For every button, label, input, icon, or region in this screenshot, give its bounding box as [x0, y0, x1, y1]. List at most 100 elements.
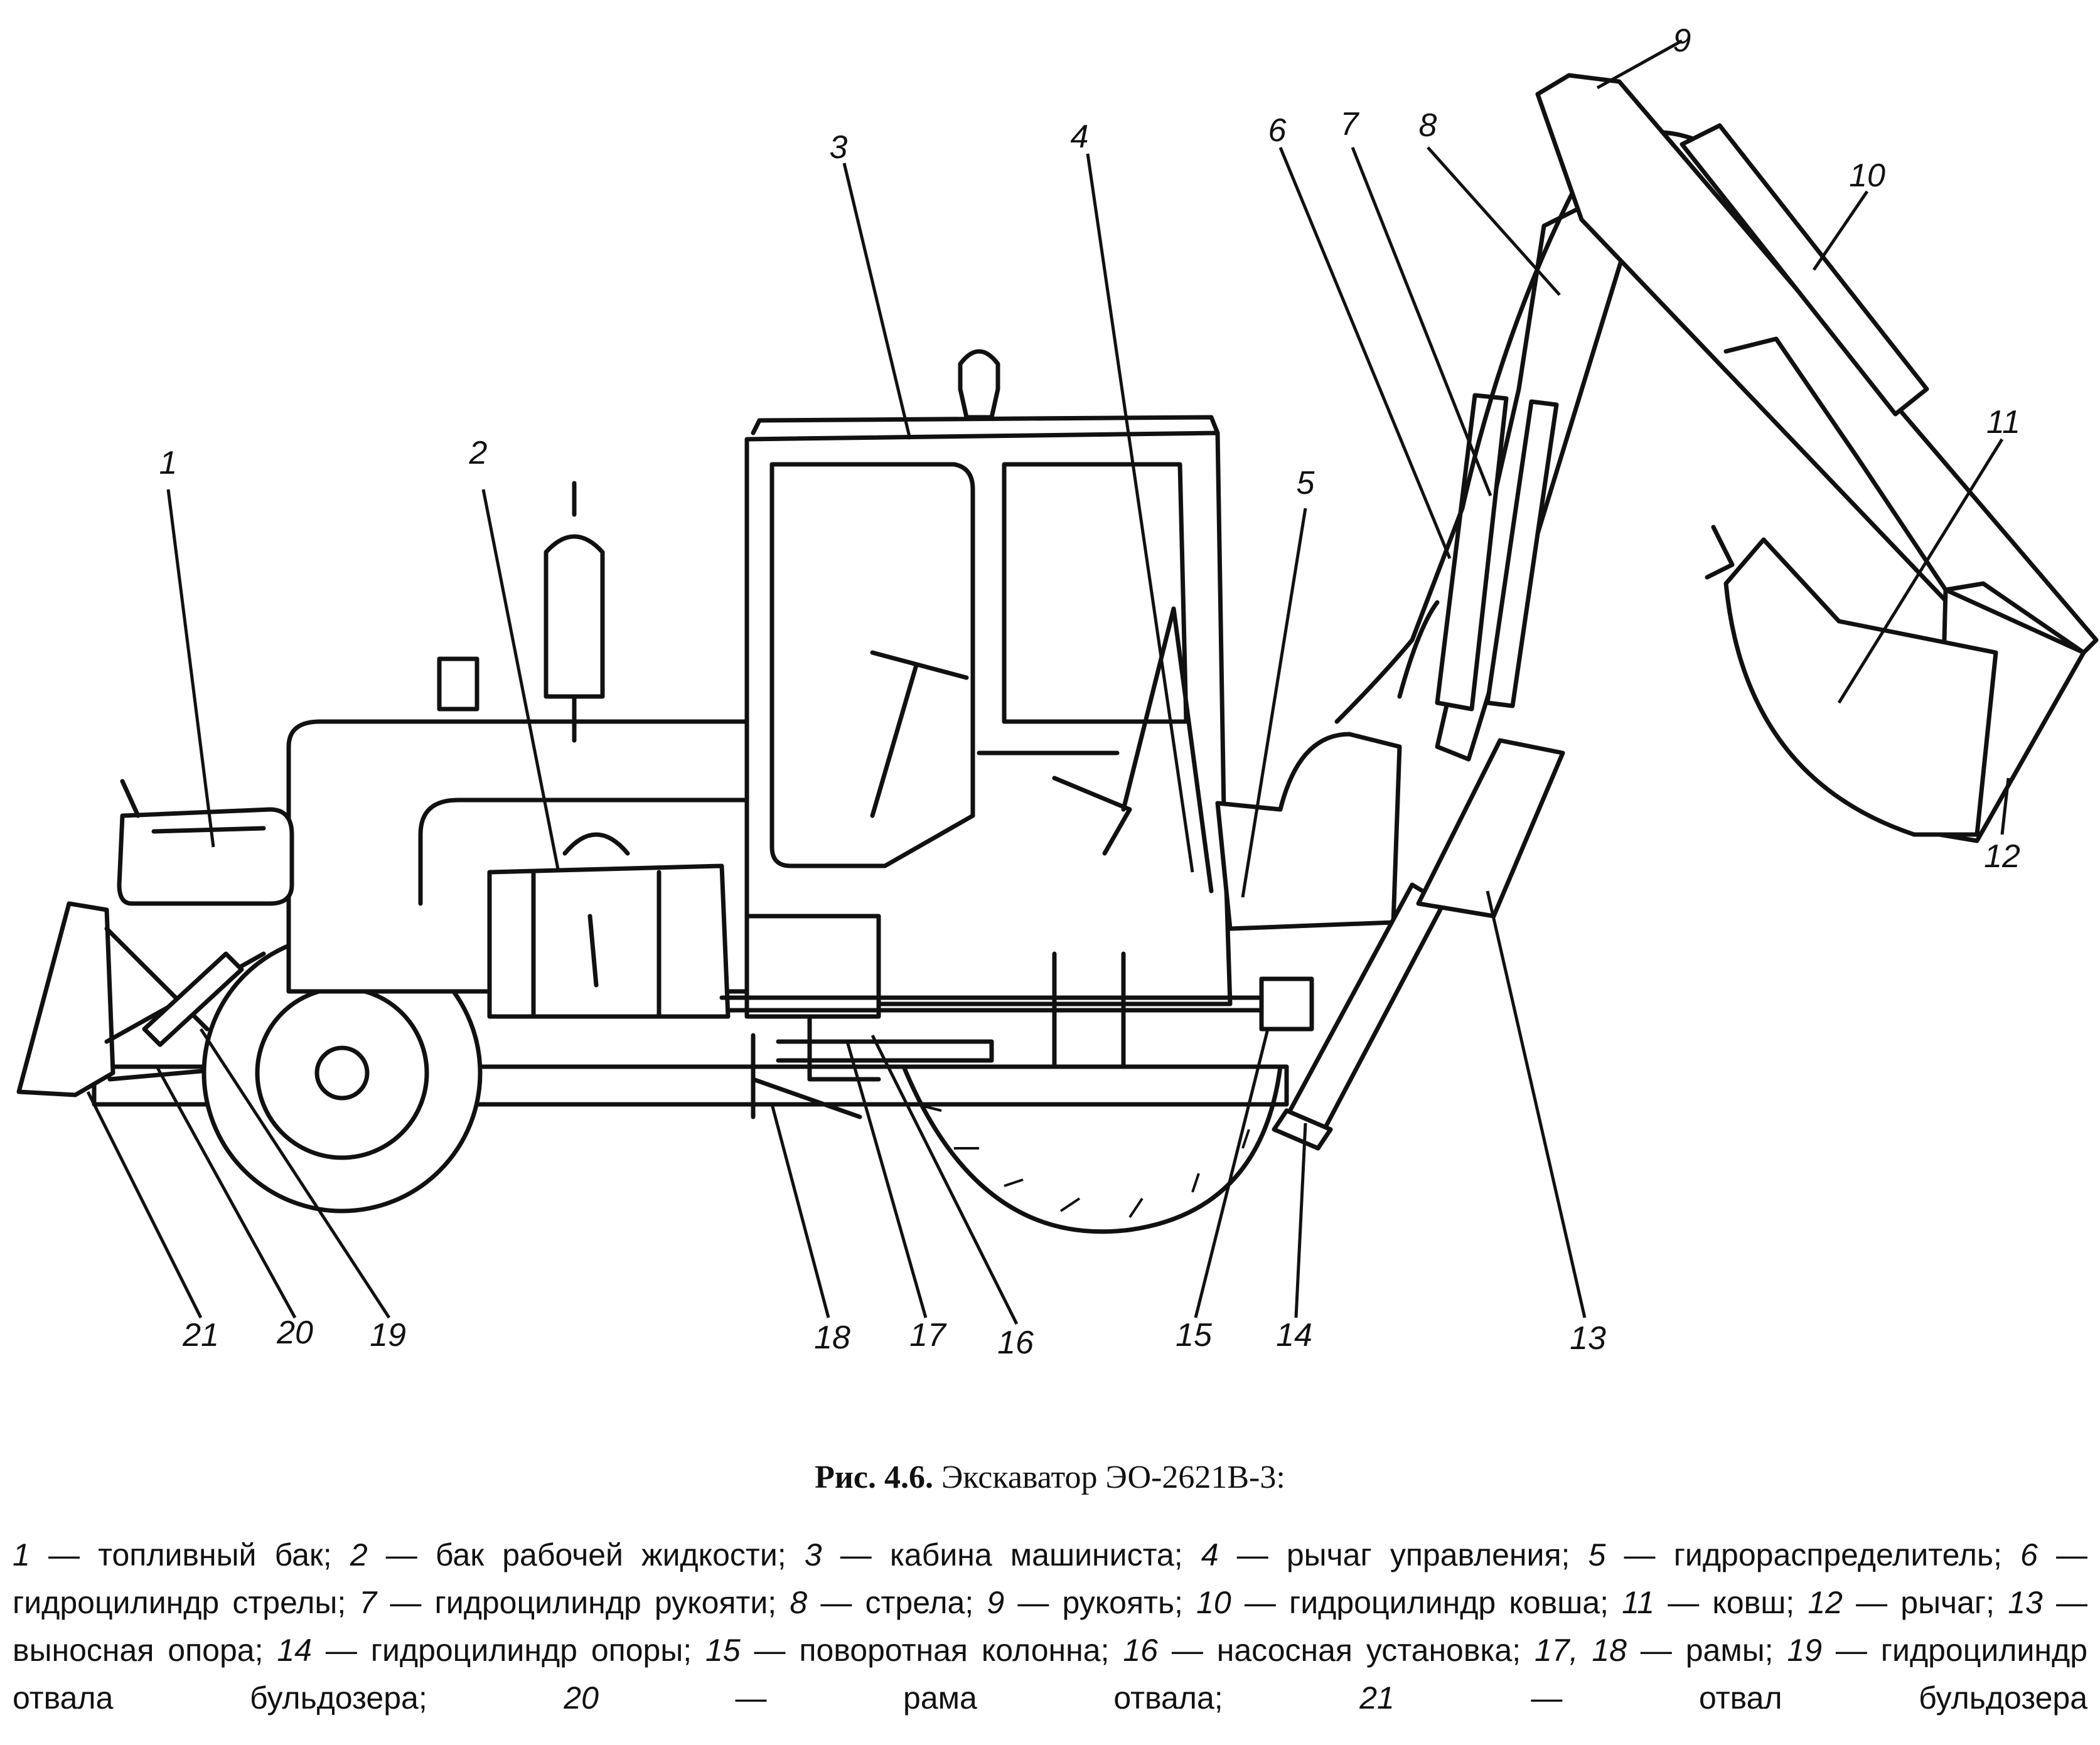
callout-5: 5 [1296, 465, 1315, 501]
callout-13: 13 [1570, 1320, 1606, 1357]
figure-legend: 1 — топливный бак; 2 — бак рабочей жидко… [13, 1531, 2087, 1722]
frame-17 [776, 1014, 994, 1082]
legend-num: 19 [1787, 1633, 1823, 1668]
legend-num: 6 [2020, 1537, 2038, 1572]
bucket-linkage [1723, 336, 2086, 655]
legend-text: — отвал бульдозера [1394, 1680, 2087, 1716]
legend-text: — бак рабочей жидкости; [367, 1537, 805, 1572]
hood-panel [418, 798, 749, 906]
legend-num: 8 [790, 1585, 808, 1620]
legend-num: 1 [13, 1537, 30, 1572]
legend-num: 9 [987, 1585, 1005, 1620]
frame-18 [751, 1033, 862, 1119]
leader-lines [86, 39, 2010, 1325]
outrigger [1416, 738, 1565, 919]
callout-20: 20 [277, 1315, 313, 1351]
callout-4: 4 [1070, 119, 1089, 155]
legend-text: — поворотная колонна; [740, 1633, 1123, 1668]
legend-num: 3 [804, 1537, 822, 1572]
rear-wheel [901, 1064, 1283, 1234]
legend-num: 16 [1123, 1633, 1158, 1668]
operator-cab [744, 430, 1233, 1006]
legend-text: — гидроцилиндр опоры; [311, 1633, 706, 1668]
legend-text: — рама отвала; [598, 1680, 1360, 1716]
fuel-tank [117, 807, 294, 906]
cab-window-left [769, 462, 975, 868]
legend-num: 10 [1196, 1585, 1231, 1620]
excavator-drawing [16, 39, 2099, 1325]
exhaust-silencer [544, 534, 605, 699]
legend-item-16: 16 — насосная установка; [1123, 1633, 1535, 1668]
bucket-cylinder [1679, 123, 1929, 417]
legend-num: 5 [1588, 1537, 1606, 1572]
legend-item-5: 5 — гидрораспределитель; [1588, 1537, 2020, 1572]
callout-15: 15 [1176, 1317, 1212, 1353]
steering-column [870, 650, 969, 818]
legend-num: 20 [564, 1680, 599, 1716]
callout-10: 10 [1849, 157, 1885, 194]
hydraulic-tank [487, 863, 731, 1019]
control-lever [1121, 606, 1214, 894]
legend-text: — выносная опора; [13, 1585, 2087, 1668]
legend-item-3: 3 — кабина машиниста; [805, 1537, 1201, 1572]
legend-text: — насосная установка; [1157, 1633, 1535, 1668]
callout-14: 14 [1276, 1317, 1312, 1353]
pump-unit [744, 914, 881, 1019]
legend-num: 13 [2008, 1585, 2043, 1620]
callout-7: 7 [1340, 106, 1359, 142]
legend-item-20: 20 — рама отвала; [564, 1680, 1359, 1716]
legend-num: 11 [1622, 1585, 1655, 1620]
callout-11: 11 [1986, 404, 2020, 440]
caption-title: Экскаватор ЭО-2621В-3: [941, 1460, 1285, 1495]
legend-num: 21 [1359, 1680, 1395, 1716]
callout-8: 8 [1418, 107, 1437, 144]
legend-item-8: 8 — стрела; [790, 1585, 987, 1620]
fuel-tank-cap [120, 779, 266, 834]
outrigger-pad [1272, 1108, 1333, 1151]
legend-num: 7 [359, 1585, 377, 1620]
figure-caption: Рис. 4.6. Экскаватор ЭО-2621В-3: [0, 1456, 2100, 1500]
legend-text: — стрела; [807, 1585, 987, 1620]
legend-text: — гидроцилиндр стрелы; [13, 1537, 2087, 1620]
legend-num: 17, 18 [1534, 1633, 1627, 1668]
legend-num: 2 [350, 1537, 368, 1572]
blade-cylinder [142, 951, 244, 1047]
rear-wheel-tread [916, 1103, 1250, 1219]
legend-item-12: 12 — рычаг; [1808, 1585, 2008, 1620]
boom-cylinder [1435, 393, 1509, 712]
legend-item-1: 1 — топливный бак; [13, 1537, 350, 1572]
legend-num: 14 [277, 1633, 312, 1668]
legend-text: — рычаг; [1842, 1585, 2008, 1620]
legend-item-2: 2 — бак рабочей жидкости; [350, 1537, 805, 1572]
bucket-teeth [1705, 525, 1735, 580]
cab-window-right [1002, 462, 1189, 724]
caption-prefix: Рис. 4.6. [815, 1460, 933, 1495]
callout-9: 9 [1673, 23, 1691, 59]
bulldozer-blade [16, 901, 115, 1097]
legend-num: 12 [1808, 1585, 1843, 1620]
legend-num: 4 [1201, 1537, 1219, 1572]
legend-item-6: 6 — гидроцилиндр стрелы; [13, 1537, 2087, 1620]
legend-item-7: 7 — гидроцилиндр рукояти; [359, 1585, 790, 1620]
legend-item-21: 21 — отвал бульдозера [1359, 1680, 2087, 1716]
legend-text: — гидроцилиндр отвала бульдозера; [13, 1633, 2088, 1716]
legend-text: — рычаг управления; [1218, 1537, 1588, 1572]
callout-21: 21 [183, 1317, 219, 1353]
legend-text: — гидрораспределитель; [1605, 1537, 2021, 1572]
legend-item-9: 9 — рукоять; [987, 1585, 1196, 1620]
legend-item-13: 13 — выносная опора; [13, 1585, 2087, 1668]
legend-item-17-18: 17, 18 — рамы; [1535, 1633, 1787, 1668]
hydraulic-lines-lower [719, 951, 1277, 1069]
legend-text: — ковш; [1654, 1585, 1808, 1620]
legend-item-14: 14 — гидроцилиндр опоры; [277, 1633, 705, 1668]
stick [1535, 73, 2099, 668]
legend-text: — топливный бак; [29, 1537, 350, 1572]
bucket [1723, 537, 1998, 837]
operator-seat [977, 750, 1132, 856]
callout-1: 1 [159, 445, 178, 481]
callout-6: 6 [1268, 112, 1287, 149]
stick-cylinder [1485, 399, 1559, 708]
legend-text: — гидроцилиндр рукояти; [377, 1585, 790, 1620]
slewing-column [1259, 976, 1314, 1032]
legend-text: — рукоять; [1004, 1585, 1197, 1620]
